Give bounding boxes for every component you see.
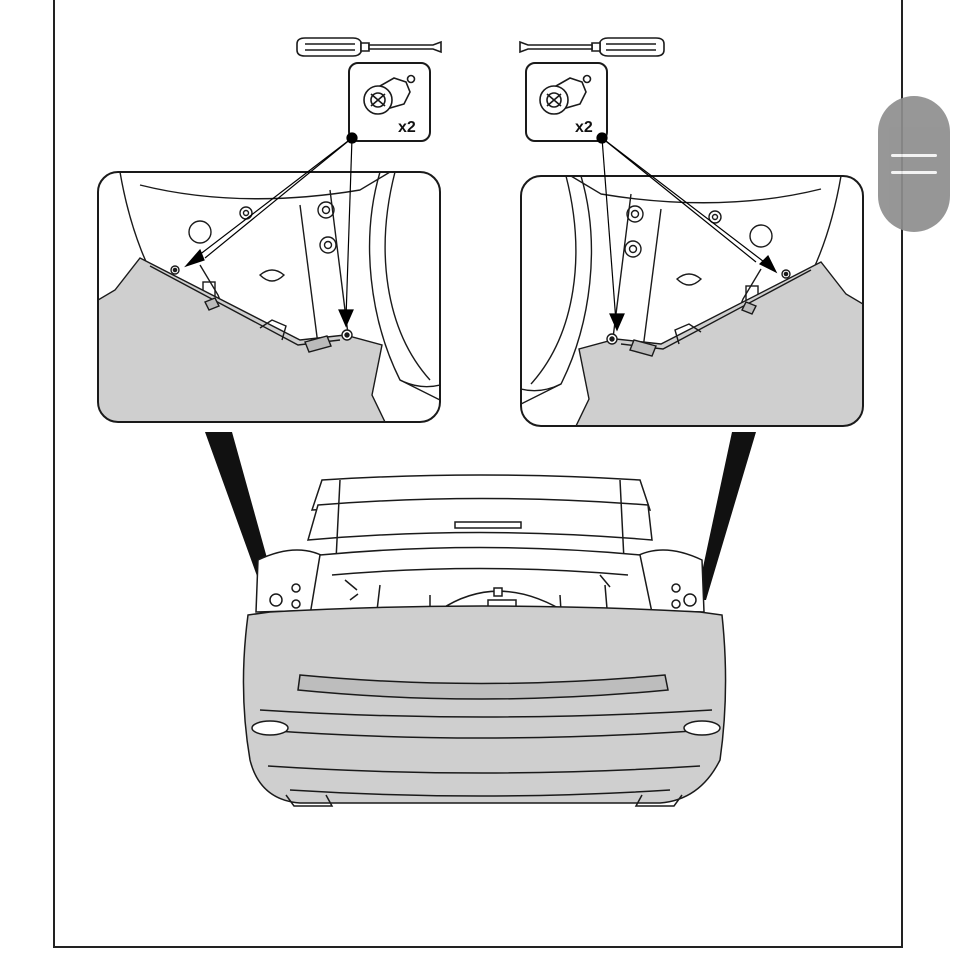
page-frame	[53, 0, 903, 948]
menu-button[interactable]	[878, 96, 950, 232]
right-leader-lines	[596, 132, 778, 332]
arrow-icon	[184, 248, 205, 268]
left-leader-lines	[184, 132, 358, 328]
right-detail-inset	[520, 175, 864, 427]
right-screwdriver-icon	[519, 37, 665, 57]
right-fastener-count: x2	[575, 119, 593, 136]
right-callout-pointer	[696, 432, 756, 600]
arrow-icon	[609, 313, 625, 332]
menu-icon-line	[891, 171, 937, 174]
left-detail-inset	[97, 171, 441, 423]
right-fastener-callout: x2	[525, 62, 608, 142]
left-fastener-count: x2	[398, 119, 416, 136]
arrow-icon	[758, 254, 778, 274]
push-clip-icon	[363, 74, 416, 115]
car-rear-illustration	[242, 474, 727, 807]
arrow-icon	[338, 309, 354, 328]
left-screwdriver-icon	[296, 37, 442, 57]
left-fastener-callout: x2	[348, 62, 431, 142]
push-clip-icon	[539, 74, 592, 115]
menu-icon	[891, 154, 937, 157]
